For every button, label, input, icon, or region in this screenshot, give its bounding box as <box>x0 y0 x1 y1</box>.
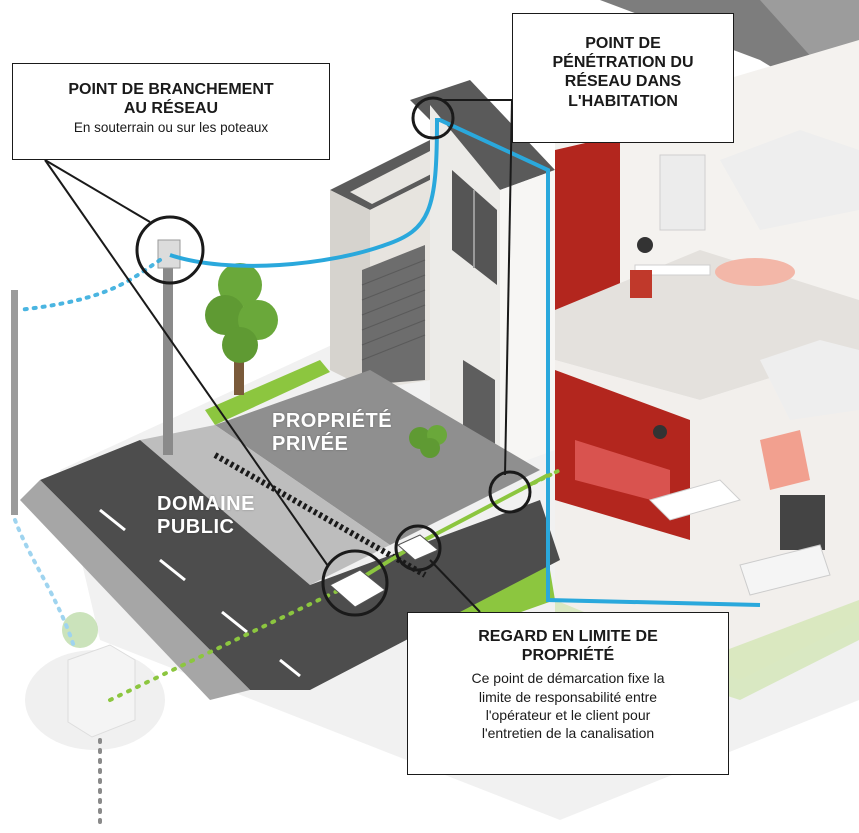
upper-rug <box>715 258 795 286</box>
property-boundary <box>213 452 427 578</box>
lawn-right <box>555 600 859 700</box>
sidewalk <box>140 425 390 585</box>
tree-crown-2 <box>205 295 245 335</box>
red-sofa <box>575 440 670 505</box>
bookshelf <box>659 154 706 231</box>
staircase-lower <box>760 340 859 420</box>
utility-pole <box>163 240 173 455</box>
garage-wall <box>330 190 370 390</box>
garage-door <box>362 245 425 385</box>
callout-network-connection-title: POINT DE BRANCHEMENT AU RÉSEAU <box>68 81 274 118</box>
highlight-house-entry <box>411 96 455 140</box>
tower-side <box>500 170 555 470</box>
highlight-pole-connection <box>135 215 205 285</box>
aerial-cable-dotted <box>16 258 162 312</box>
highlight-facade-entry <box>488 470 532 514</box>
red-armchair <box>760 430 810 490</box>
manhole-boundary <box>397 534 439 561</box>
tv-stand <box>739 544 831 596</box>
highlight-manhole-public <box>321 549 389 617</box>
pole-junction-box <box>157 239 181 269</box>
staircase-upper <box>720 130 859 230</box>
office-chair <box>630 270 652 298</box>
lawn-left <box>205 360 330 425</box>
underground-cable-house-dotted <box>518 468 562 492</box>
zone-label-public-domain: DOMAINE PUBLIC <box>157 493 255 538</box>
distant-cable-dotted <box>13 518 77 652</box>
bush-3 <box>420 438 440 458</box>
zone-label-private-property: PROPRIÉTÉ PRIVÉE <box>272 410 393 455</box>
underground-cable-dotted <box>108 583 352 702</box>
callout-boundary-manhole-title: REGARD EN LIMITE DE PROPRIÉTÉ <box>478 628 658 665</box>
leader-lines <box>44 99 513 613</box>
callout-network-connection-subtitle: En souterrain ou sur les poteaux <box>73 120 269 136</box>
private-paving <box>215 370 540 545</box>
road-markings <box>99 508 301 678</box>
street-cabinet <box>67 644 136 738</box>
callout-boundary-manhole-description: Ce point de démarcation fixe la limite d… <box>471 670 665 741</box>
coffee-table <box>649 479 741 521</box>
garage-door-slats <box>361 259 426 361</box>
interior-red-wall-upper <box>555 135 620 330</box>
tower-roof <box>410 80 555 190</box>
callout-house-entry-point: POINT DE PÉNÉTRATION DU RÉSEAU DANS L'HA… <box>512 13 734 143</box>
tv-screen <box>780 495 825 550</box>
road-shoulder <box>20 480 250 700</box>
callout-network-connection-point: POINT DE BRANCHEMENT AU RÉSEAU En souter… <box>12 63 330 160</box>
callout-house-entry-title: POINT DE PÉNÉTRATION DU RÉSEAU DANS L'HA… <box>552 35 694 110</box>
callout-boundary-manhole: REGARD EN LIMITE DE PROPRIÉTÉ Ce point d… <box>407 612 729 775</box>
garage-roof-inner <box>350 150 455 204</box>
office-worker <box>637 237 653 253</box>
sofa-person <box>653 425 667 439</box>
aerial-cable <box>169 118 761 607</box>
tree-trunk <box>234 340 244 395</box>
distant-pole <box>11 290 18 515</box>
tree-crown-4 <box>222 327 258 363</box>
highlight-manhole-boundary <box>394 524 442 572</box>
cabinet-bush <box>62 612 98 648</box>
